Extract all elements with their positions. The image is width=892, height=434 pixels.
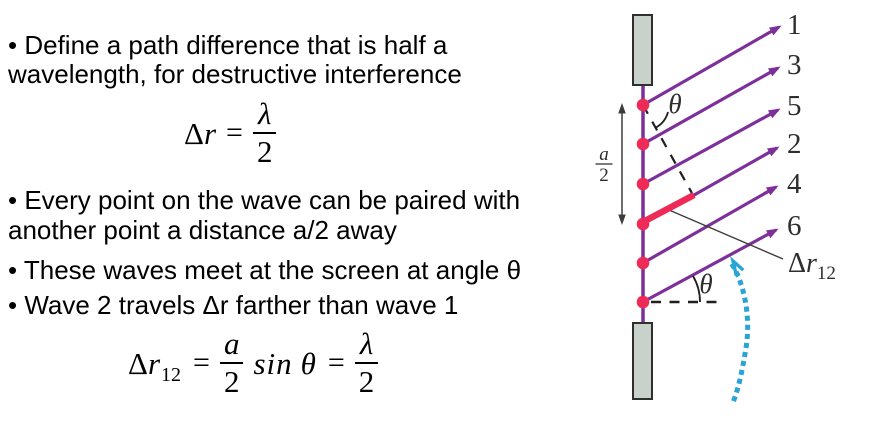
formula-path-difference: Δ r = λ 2	[184, 96, 277, 170]
theta-bottom-label: θ	[699, 269, 712, 299]
wavefront-dashed-line	[642, 104, 694, 196]
delta-symbol: Δ	[788, 248, 806, 279]
ray-4	[642, 185, 779, 265]
formula-delta-r12: Δ r 12 = a 2 sin θ = λ 2	[128, 326, 379, 400]
fraction-bar	[354, 362, 379, 365]
ray-1	[642, 25, 782, 107]
theta-top-label: θ	[668, 89, 681, 119]
ray-5	[642, 108, 781, 186]
measure-arrowhead-down	[618, 214, 626, 225]
diagram-labels: 1 3 5 2 4 6 θ θ Δr12	[668, 9, 836, 299]
bullet-3-line-1: • These waves meet at the screen at angl…	[8, 255, 522, 285]
a-over-2-measure: a 2	[595, 103, 626, 225]
width-label-numerator: a	[599, 144, 609, 165]
ray-label-5: 5	[787, 90, 802, 122]
denominator-2: 2	[358, 364, 375, 400]
theta-top-arc	[654, 111, 669, 129]
wave-rays	[642, 25, 782, 304]
ray-label-6: 6	[787, 210, 802, 242]
lambda-symbol: λ	[359, 326, 374, 361]
ray-6	[642, 228, 779, 304]
lambda-symbol: λ	[257, 96, 272, 131]
path-difference-segment	[639, 192, 696, 226]
variable-r: r	[147, 345, 161, 381]
fraction-lambda-over-2: λ 2	[252, 96, 277, 170]
fraction-lambda-over-2: λ 2	[354, 326, 379, 400]
variable-r: r	[806, 248, 817, 279]
ray-label-3: 3	[787, 49, 802, 81]
theta-symbol: θ	[300, 345, 316, 381]
sin-function: sin	[253, 345, 293, 381]
source-dot-4	[636, 217, 650, 231]
theta-bottom-arc	[692, 275, 701, 303]
dotted-curve	[727, 262, 751, 411]
source-dot-1	[636, 98, 650, 112]
delta-symbol: Δ	[184, 115, 204, 151]
ray-label-1: 1	[787, 9, 802, 41]
screen-direction-arrow	[727, 256, 751, 411]
bullet-1-line-2: wavelength, for destructive interference	[8, 59, 462, 89]
delta-symbol: Δ	[128, 345, 148, 381]
delta-r12-pointer-line	[668, 209, 784, 260]
source-dot-6	[636, 295, 650, 309]
fraction-bar	[219, 362, 244, 365]
source-dot-5	[636, 256, 650, 270]
ray-label-4: 4	[787, 168, 802, 200]
fraction-bar	[252, 132, 277, 135]
slit-edge-top	[632, 14, 653, 86]
bullet-1-line-1: • Define a path difference that is half …	[8, 30, 448, 60]
source-point-dots	[636, 98, 650, 309]
slit-edge-bottom	[632, 322, 653, 400]
delta-r12-label: Δr12	[788, 248, 836, 284]
fraction-a-over-2: a 2	[219, 326, 244, 400]
width-label-denominator: 2	[599, 165, 609, 186]
bullet-2-line-2: another point a distance a/2 away	[8, 215, 397, 245]
ray-label-2: 2	[787, 128, 802, 160]
source-dot-2	[636, 137, 650, 151]
curve-arrowhead	[730, 256, 745, 277]
ray-3	[642, 66, 781, 146]
denominator-2: 2	[256, 134, 273, 170]
variable-r: r	[203, 115, 217, 151]
subscript-12: 12	[161, 364, 182, 387]
denominator-2: 2	[223, 364, 240, 400]
equals-sign: =	[327, 346, 345, 380]
equals-sign: =	[193, 346, 210, 380]
bullet-2-line-1: • Every point on the wave can be paired …	[8, 185, 521, 215]
bullet-4-line-1: • Wave 2 travels Δr farther than wave 1	[8, 290, 459, 320]
source-dot-3	[636, 177, 650, 191]
measure-arrowhead-up	[618, 103, 626, 114]
equals-sign: =	[226, 116, 243, 150]
subscript-12: 12	[817, 263, 836, 284]
variable-a: a	[223, 326, 240, 361]
